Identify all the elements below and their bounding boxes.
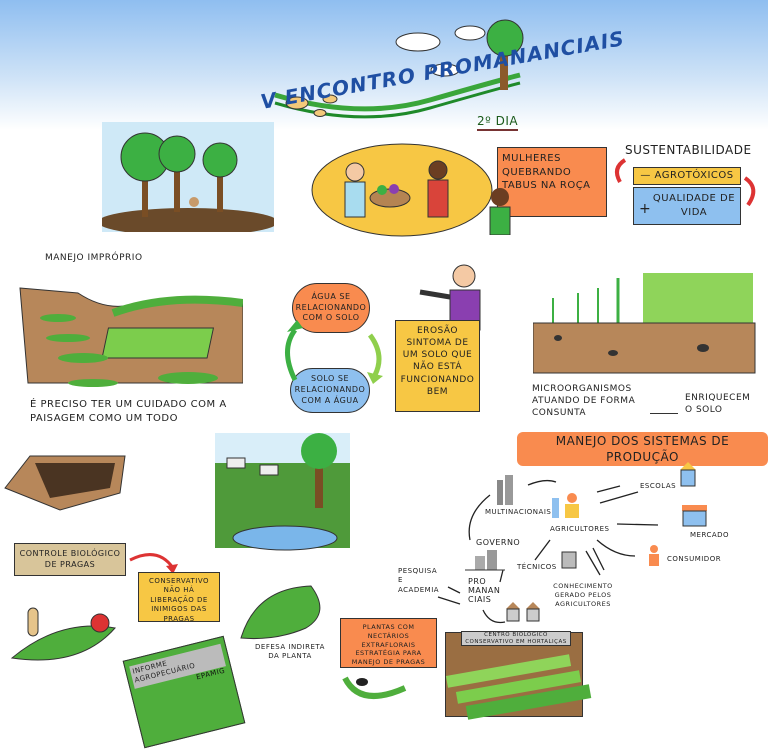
market-icon [682, 505, 707, 527]
soil-water-cloud: SOLO SE RELACIONANDO COM A ÁGUA [290, 368, 370, 413]
soil-profile-illustration [533, 273, 756, 374]
node-consumidor: CONSUMIDOR [667, 555, 722, 563]
orchard-illustration [102, 122, 274, 232]
node-pesquisa-academia: PESQUISA E ACADEMIA [398, 567, 440, 594]
day-label: 2º DIA [477, 113, 519, 132]
systems-title: MANEJO DOS SISTEMAS DE PRODUÇÃO [517, 432, 768, 467]
woman-figure [489, 188, 511, 235]
node-escolas: ESCOLAS [640, 482, 677, 490]
plus-sign: + [639, 201, 652, 217]
government-building-icon [465, 550, 505, 571]
extrafloral-nectaries-box: PLANTAS COM NECTÁRIOS EXTRAFLORAIS ESTRA… [340, 618, 437, 668]
houses-icon [506, 602, 540, 622]
caterpillar-ladybug-leaf [10, 607, 116, 661]
node-mercado: MERCADO [690, 531, 730, 539]
women-breaking-taboos-box: MULHERES QUEBRANDO TABUS NA ROÇA [497, 147, 607, 217]
cycle-arrows [285, 320, 383, 384]
vegetable-garden-illustration: CENTRO BIOLÓGICO CONSERVATIVO EM HORTALI… [445, 631, 592, 720]
biological-control-banner: CONTROLE BIOLÓGICO DE PRAGAS [14, 543, 126, 576]
pasture-illustration [215, 433, 350, 551]
quality-of-life-text: QUALIDADE DE VIDA [652, 193, 736, 218]
consumer-icon [649, 545, 659, 566]
microorganisms-text: MICROORGANISMOS ATUANDO DE FORMA CONSUNT… [532, 384, 636, 419]
technician-icon [561, 551, 577, 569]
landscape-illustration [19, 287, 243, 387]
node-agricultores: AGRICULTORES [550, 525, 610, 533]
node-multinacionais: MULTINACIONAIS [485, 508, 552, 516]
school-icon [680, 462, 696, 487]
biological-center-sign: CENTRO BIOLÓGICO CONSERVATIVO EM HORTALI… [461, 631, 571, 647]
conservative-box: CONSERVATIVO NÃO HÁ LIBERAÇÃO DE INIMIGO… [138, 572, 220, 623]
produce-exchange-illustration [311, 143, 493, 237]
node-conhecimento: CONHECIMENTO GERADO PELOS AGRICULTORES [553, 582, 613, 608]
farmers-icon [552, 493, 579, 518]
node-governo: GOVERNO [476, 538, 521, 547]
quality-of-life-box: + QUALIDADE DE VIDA [633, 187, 741, 225]
landscape-care-caption: É PRECISO TER UM CUIDADO COM A PAISAGEM … [30, 399, 227, 424]
improper-management-label: MANEJO IMPRÓPRIO [45, 253, 143, 263]
sustainability-heading: SUSTENTABILIDADE [625, 143, 752, 157]
red-arrows [614, 158, 756, 207]
building-icon [497, 475, 513, 505]
red-arrow [129, 553, 178, 574]
node-tecnicos: TÉCNICOS [517, 563, 557, 571]
pesticides-minus-box: — AGROTÓXICOS [633, 167, 741, 185]
fly-on-plant [342, 676, 407, 699]
header-illustration [274, 19, 524, 119]
indirect-defense-caption: DEFESA INDIRETA DA PLANTA [255, 643, 325, 661]
water-soil-cloud: ÁGUA SE RELACIONANDO COM O SOLO [292, 283, 370, 333]
pit-illustration [4, 455, 126, 511]
node-promananciais: PRO MANAN CIAIS [468, 577, 501, 604]
connector-line [650, 413, 678, 414]
erosion-box: EROSÃO SINTOMA DE UM SOLO QUE NÃO ESTÁ F… [395, 320, 480, 412]
leaf-illustration [240, 585, 321, 640]
enrich-soil-text: ENRIQUECEM O SOLO [685, 393, 751, 416]
